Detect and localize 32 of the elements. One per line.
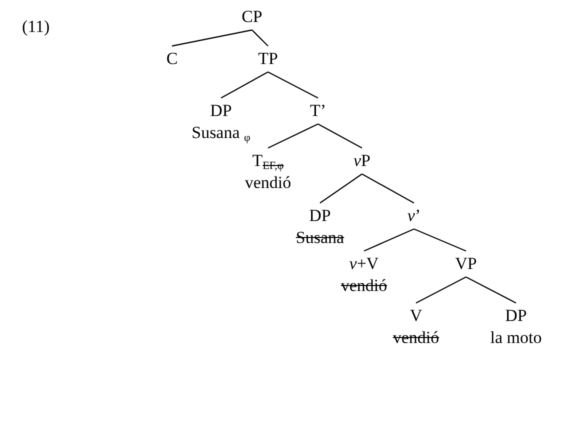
branch-line [362, 173, 414, 204]
branch-line [466, 276, 516, 304]
example-number: (11) [22, 16, 50, 38]
branch-line [364, 228, 414, 252]
node-label: DP [505, 305, 527, 327]
word-label: Susana [296, 227, 344, 249]
branch-line [220, 71, 268, 99]
node-label: TP [258, 48, 278, 70]
node-label: v+V [349, 253, 379, 275]
branch-line [318, 123, 362, 149]
node-label: C [166, 48, 178, 70]
node-label: T’ [310, 100, 326, 122]
branch-line [414, 228, 466, 252]
node-label: T$_{EF,φ}$ [252, 150, 284, 172]
branch-line [268, 71, 318, 99]
word-label: vendió [244, 172, 292, 194]
branch-line [268, 123, 318, 149]
node-label: DP [309, 205, 331, 227]
word-label: vendió [340, 275, 388, 297]
node-label: DP [210, 100, 232, 122]
node-label: V [410, 305, 422, 327]
branch-line [320, 174, 362, 204]
branch-line [172, 29, 252, 47]
node-label: CP [242, 6, 262, 28]
node-label: v’ [407, 205, 421, 227]
node-label: vP [353, 150, 370, 172]
word-label: vendió [392, 327, 440, 349]
branch-line [252, 30, 268, 46]
word-label: la moto [490, 327, 542, 349]
branch-line [416, 276, 466, 304]
node-label: VP [455, 253, 477, 275]
word-label: Susana $_{φ}$ [192, 122, 250, 144]
